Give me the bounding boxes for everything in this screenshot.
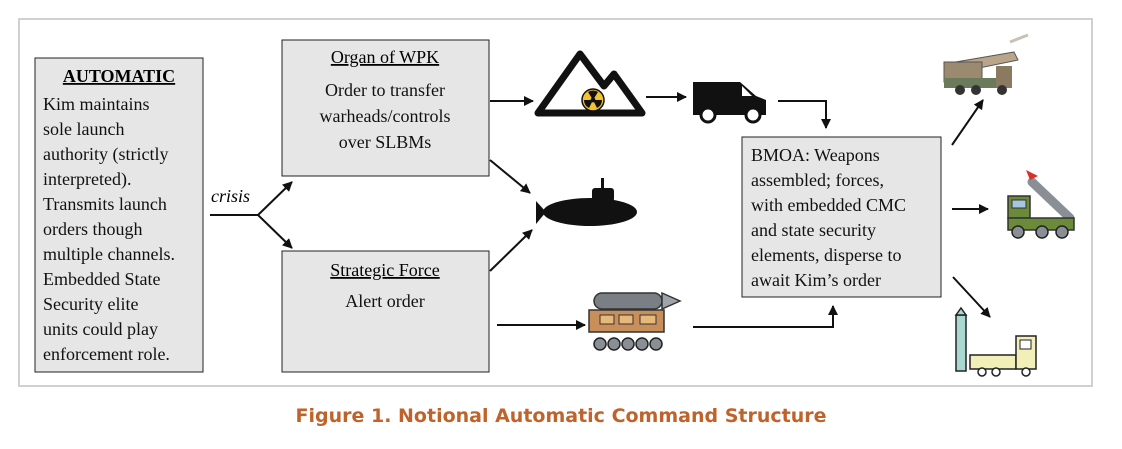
connector-arrows <box>489 92 991 330</box>
crisis-branch-arrows <box>210 181 293 249</box>
missile-transporter-icon <box>588 291 682 351</box>
organ-line: over SLBMs <box>339 132 432 152</box>
automatic-title: AUTOMATIC <box>63 66 175 86</box>
organ-line: Order to transfer <box>325 80 445 100</box>
automatic-line: sole launch <box>43 119 124 139</box>
automatic-line: Transmits launch <box>43 194 167 214</box>
strategic-line: Alert order <box>345 291 424 311</box>
figure-caption: Figure 1. Notional Automatic Command Str… <box>295 405 827 427</box>
automatic-line: enforcement role. <box>43 344 170 364</box>
strategic-force-box: Strategic Force Alert order <box>281 250 490 373</box>
automatic-line: interpreted). <box>43 169 131 190</box>
bmoa-line: elements, disperse to <box>751 245 901 265</box>
organ-title: Organ of WPK <box>331 47 439 67</box>
automatic-line: authority (strictly <box>43 144 168 165</box>
silo-launcher-icon <box>954 306 1037 377</box>
bmoa-box: BMOA: Weapons assembled; forces, with em… <box>741 136 942 298</box>
submarine-icon <box>536 178 637 226</box>
crisis-label: crisis <box>211 186 250 206</box>
automatic-line: Security elite <box>43 294 138 314</box>
automatic-box: AUTOMATIC Kim maintains sole launch auth… <box>34 57 204 373</box>
automatic-line: orders though <box>43 219 142 239</box>
mobile-missile-launcher-icon <box>1007 170 1075 239</box>
automatic-line: Embedded State <box>43 269 160 289</box>
diagram-frame <box>18 18 1093 387</box>
rocket-launcher-truck-icon <box>943 33 1029 95</box>
strategic-title: Strategic Force <box>330 260 439 280</box>
bmoa-line: assembled; forces, <box>751 170 884 190</box>
automatic-line: Kim maintains <box>43 94 150 114</box>
van-icon <box>693 82 766 124</box>
bmoa-line: with embedded CMC <box>751 195 906 215</box>
bmoa-line: and state security <box>751 220 876 240</box>
radiation-mountain-icon <box>534 50 646 117</box>
bmoa-line: await Kim’s order <box>751 270 881 290</box>
automatic-line: units could play <box>43 319 158 339</box>
organ-line: warheads/controls <box>320 106 451 126</box>
automatic-line: multiple channels. <box>43 244 175 264</box>
organ-of-wpk-box: Organ of WPK Order to transfer warheads/… <box>281 39 490 177</box>
bmoa-line: BMOA: Weapons <box>751 145 880 165</box>
